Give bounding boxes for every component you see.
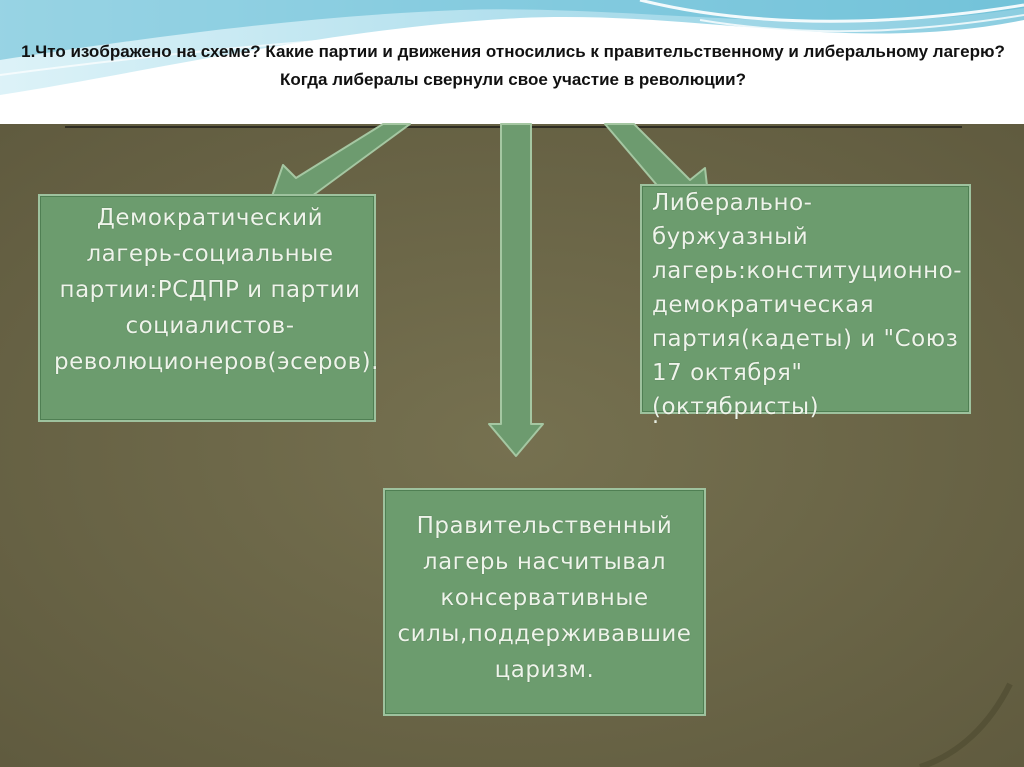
trailing-dot: . [652, 404, 659, 429]
liberal-bourgeois-camp-box: Либерально-буржуазный лагерь:конституцио… [640, 184, 971, 420]
slide-question: 1.Что изображено на схеме? Какие партии … [21, 42, 1005, 89]
government-camp-text: Правительственный лагерь насчитывал конс… [397, 513, 692, 683]
arrow-to-bottom-box [488, 123, 544, 457]
government-camp-box: Правительственный лагерь насчитывал конс… [383, 488, 706, 716]
liberal-bourgeois-camp-text: Либерально-буржуазный лагерь:конституцио… [652, 190, 963, 420]
democratic-camp-box: Демократический лагерь-социальные партии… [38, 194, 379, 422]
democratic-camp-text: Демократический лагерь-социальные партии… [54, 205, 379, 375]
header-wave-decoration [0, 0, 1024, 125]
